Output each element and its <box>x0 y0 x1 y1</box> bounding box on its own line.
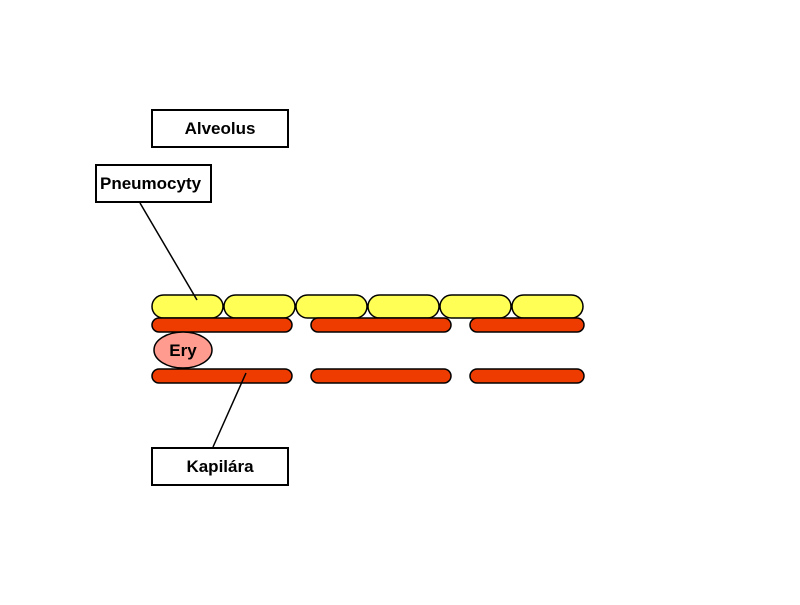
pneumocyte-cell <box>295 294 368 319</box>
kapilara-label-box: Kapilára <box>151 447 289 486</box>
capillary-wall-segment <box>310 317 452 333</box>
capillary-wall-upper <box>151 317 585 333</box>
capillary-wall-segment <box>469 317 585 333</box>
kapilara-pointer-line <box>212 372 247 448</box>
pneumocyty-label: Pneumocyty <box>100 173 202 193</box>
alveolus-label: Alveolus <box>184 118 256 138</box>
pneumocyte-cell <box>439 294 512 319</box>
pneumocyty-pointer-line <box>139 202 198 301</box>
capillary-wall-segment <box>310 368 452 384</box>
pneumocyte-cell <box>367 294 440 319</box>
alveolus-label-box: Alveolus <box>151 109 289 148</box>
kapilara-label: Kapilára <box>186 456 254 476</box>
erythrocyte-label: Ery <box>169 341 197 360</box>
erythrocyte-shape <box>153 331 213 369</box>
pneumocyte-cell <box>511 294 584 319</box>
capillary-wall-segment <box>151 368 293 384</box>
pneumocyte-cell <box>223 294 296 319</box>
erythrocyte: Ery <box>153 331 213 369</box>
capillary-wall-segment <box>469 368 585 384</box>
capillary-wall-segment <box>151 317 293 333</box>
pneumocyty-label-box: Pneumocyty <box>95 164 212 203</box>
pneumocyte-layer <box>151 294 584 319</box>
capillary-wall-lower <box>151 368 585 384</box>
pneumocyte-cell <box>151 294 224 319</box>
